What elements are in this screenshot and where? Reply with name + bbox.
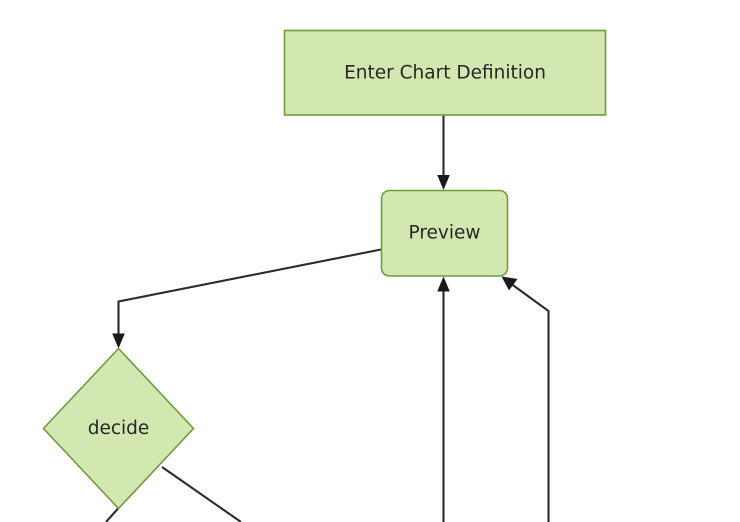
edge-preview-to-decide xyxy=(112,248,382,349)
edge-offscreen-center-to-preview xyxy=(437,276,450,522)
arrowhead-icon xyxy=(112,333,125,349)
node-label-preview: Preview xyxy=(408,223,480,244)
node-rect[interactable] xyxy=(283,29,607,116)
edge-decide-to-offscreen-left xyxy=(105,507,120,522)
edge-line xyxy=(509,282,550,522)
node-rounded-rect[interactable] xyxy=(380,189,509,277)
arrowhead-icon xyxy=(437,175,450,190)
node-label-enter-chart-definition: Enter Chart Definition xyxy=(344,63,546,84)
edge-enter-chart-definition-to-preview xyxy=(437,115,450,190)
edge-decide-to-offscreen-right xyxy=(161,466,242,522)
node-decide[interactable]: decide xyxy=(42,347,195,510)
edge-line xyxy=(117,248,382,339)
node-enter-chart-definition[interactable]: Enter Chart Definition xyxy=(283,29,607,116)
node-diamond[interactable] xyxy=(42,347,195,510)
edge-offscreen-right-to-preview xyxy=(501,276,550,522)
edge-line xyxy=(161,466,242,522)
arrowhead-icon xyxy=(437,276,450,292)
arrowhead-icon xyxy=(501,276,518,291)
node-preview[interactable]: Preview xyxy=(380,189,509,277)
node-label-decide: decide xyxy=(88,418,150,439)
edge-line xyxy=(105,507,120,522)
